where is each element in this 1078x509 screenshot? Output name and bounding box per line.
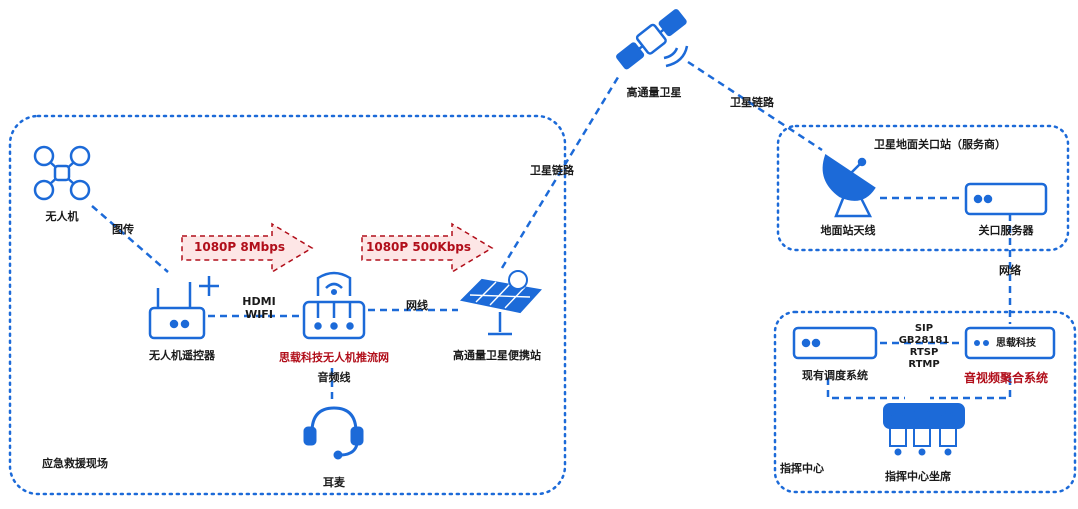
hdmi-label: HDMI — [242, 295, 276, 308]
image-tx-label: 图传 — [112, 223, 134, 236]
fusion-system-label: 音视频聚合系统 — [963, 371, 1049, 385]
sat-link-right-label: 卫星链路 — [730, 96, 774, 109]
bitrate-2-label: 1080P 500Kbps — [366, 240, 472, 254]
portable-label: 高通量卫星便携站 — [453, 349, 541, 362]
portable-station-icon — [459, 270, 542, 336]
network2-label: 网络 — [999, 264, 1021, 277]
controller-icon — [148, 276, 219, 340]
sat-link-left-label: 卫星链路 — [530, 164, 574, 177]
antenna-label: 地面站天线 — [820, 224, 876, 237]
region-site-label: 应急救援现场 — [42, 457, 108, 470]
satellite-label: 高通量卫星 — [626, 86, 682, 99]
satellite-icon — [616, 9, 689, 70]
bitrate-1-label: 1080P 8Mbps — [194, 240, 285, 254]
fusion-box-icon — [964, 326, 1056, 360]
region-command-label: 指挥中心 — [780, 462, 824, 475]
connections — [91, 60, 1012, 400]
bitrate-arrow-1 — [181, 222, 314, 274]
controller-label: 无人机遥控器 — [149, 349, 215, 362]
antenna-icon — [822, 154, 876, 218]
headset-label: 耳麦 — [323, 476, 345, 489]
link-fusion-seats — [930, 378, 1012, 400]
region-site-border — [8, 114, 567, 496]
audio-label: 音频线 — [317, 371, 351, 384]
link-dispatch-seats — [826, 378, 905, 400]
dispatch-label: 现有调度系统 — [802, 369, 868, 382]
link-portable-satellite — [500, 73, 622, 269]
region-gateway-border — [776, 124, 1070, 252]
protocol-gb28181: GB28181 — [898, 335, 950, 346]
network1-label: 网线 — [406, 299, 428, 312]
region-gateway-label: 卫星地面关口站（服务商） — [874, 138, 1006, 151]
fusion-box-text: 思载科技 — [996, 338, 1036, 349]
headset-icon — [303, 406, 364, 460]
seats-icon — [883, 403, 965, 456]
fusion-box-led-2 — [983, 340, 989, 346]
drone-icon — [33, 145, 91, 201]
seats-label: 指挥中心坐席 — [885, 470, 951, 483]
link-satellite-antenna — [687, 60, 823, 152]
gateway-server-label: 关口服务器 — [978, 224, 1034, 237]
wifi-label: WIFI — [245, 308, 273, 321]
protocol-rtsp: RTSP — [909, 347, 939, 358]
fusion-box-led-1 — [974, 340, 980, 346]
protocol-list: SIP GB28181 RTSP RTMP — [898, 323, 950, 371]
protocol-sip: SIP — [914, 323, 934, 334]
protocol-rtmp: RTMP — [908, 359, 940, 370]
encoder-icon — [302, 271, 366, 340]
bitrate-arrow-2 — [361, 222, 494, 274]
drone-label: 无人机 — [45, 210, 79, 223]
gateway-server-icon — [964, 182, 1048, 216]
dispatch-server-icon — [792, 326, 878, 360]
encoder-label: 思载科技无人机推流网 — [279, 351, 389, 364]
link-drone-controller — [91, 205, 169, 273]
